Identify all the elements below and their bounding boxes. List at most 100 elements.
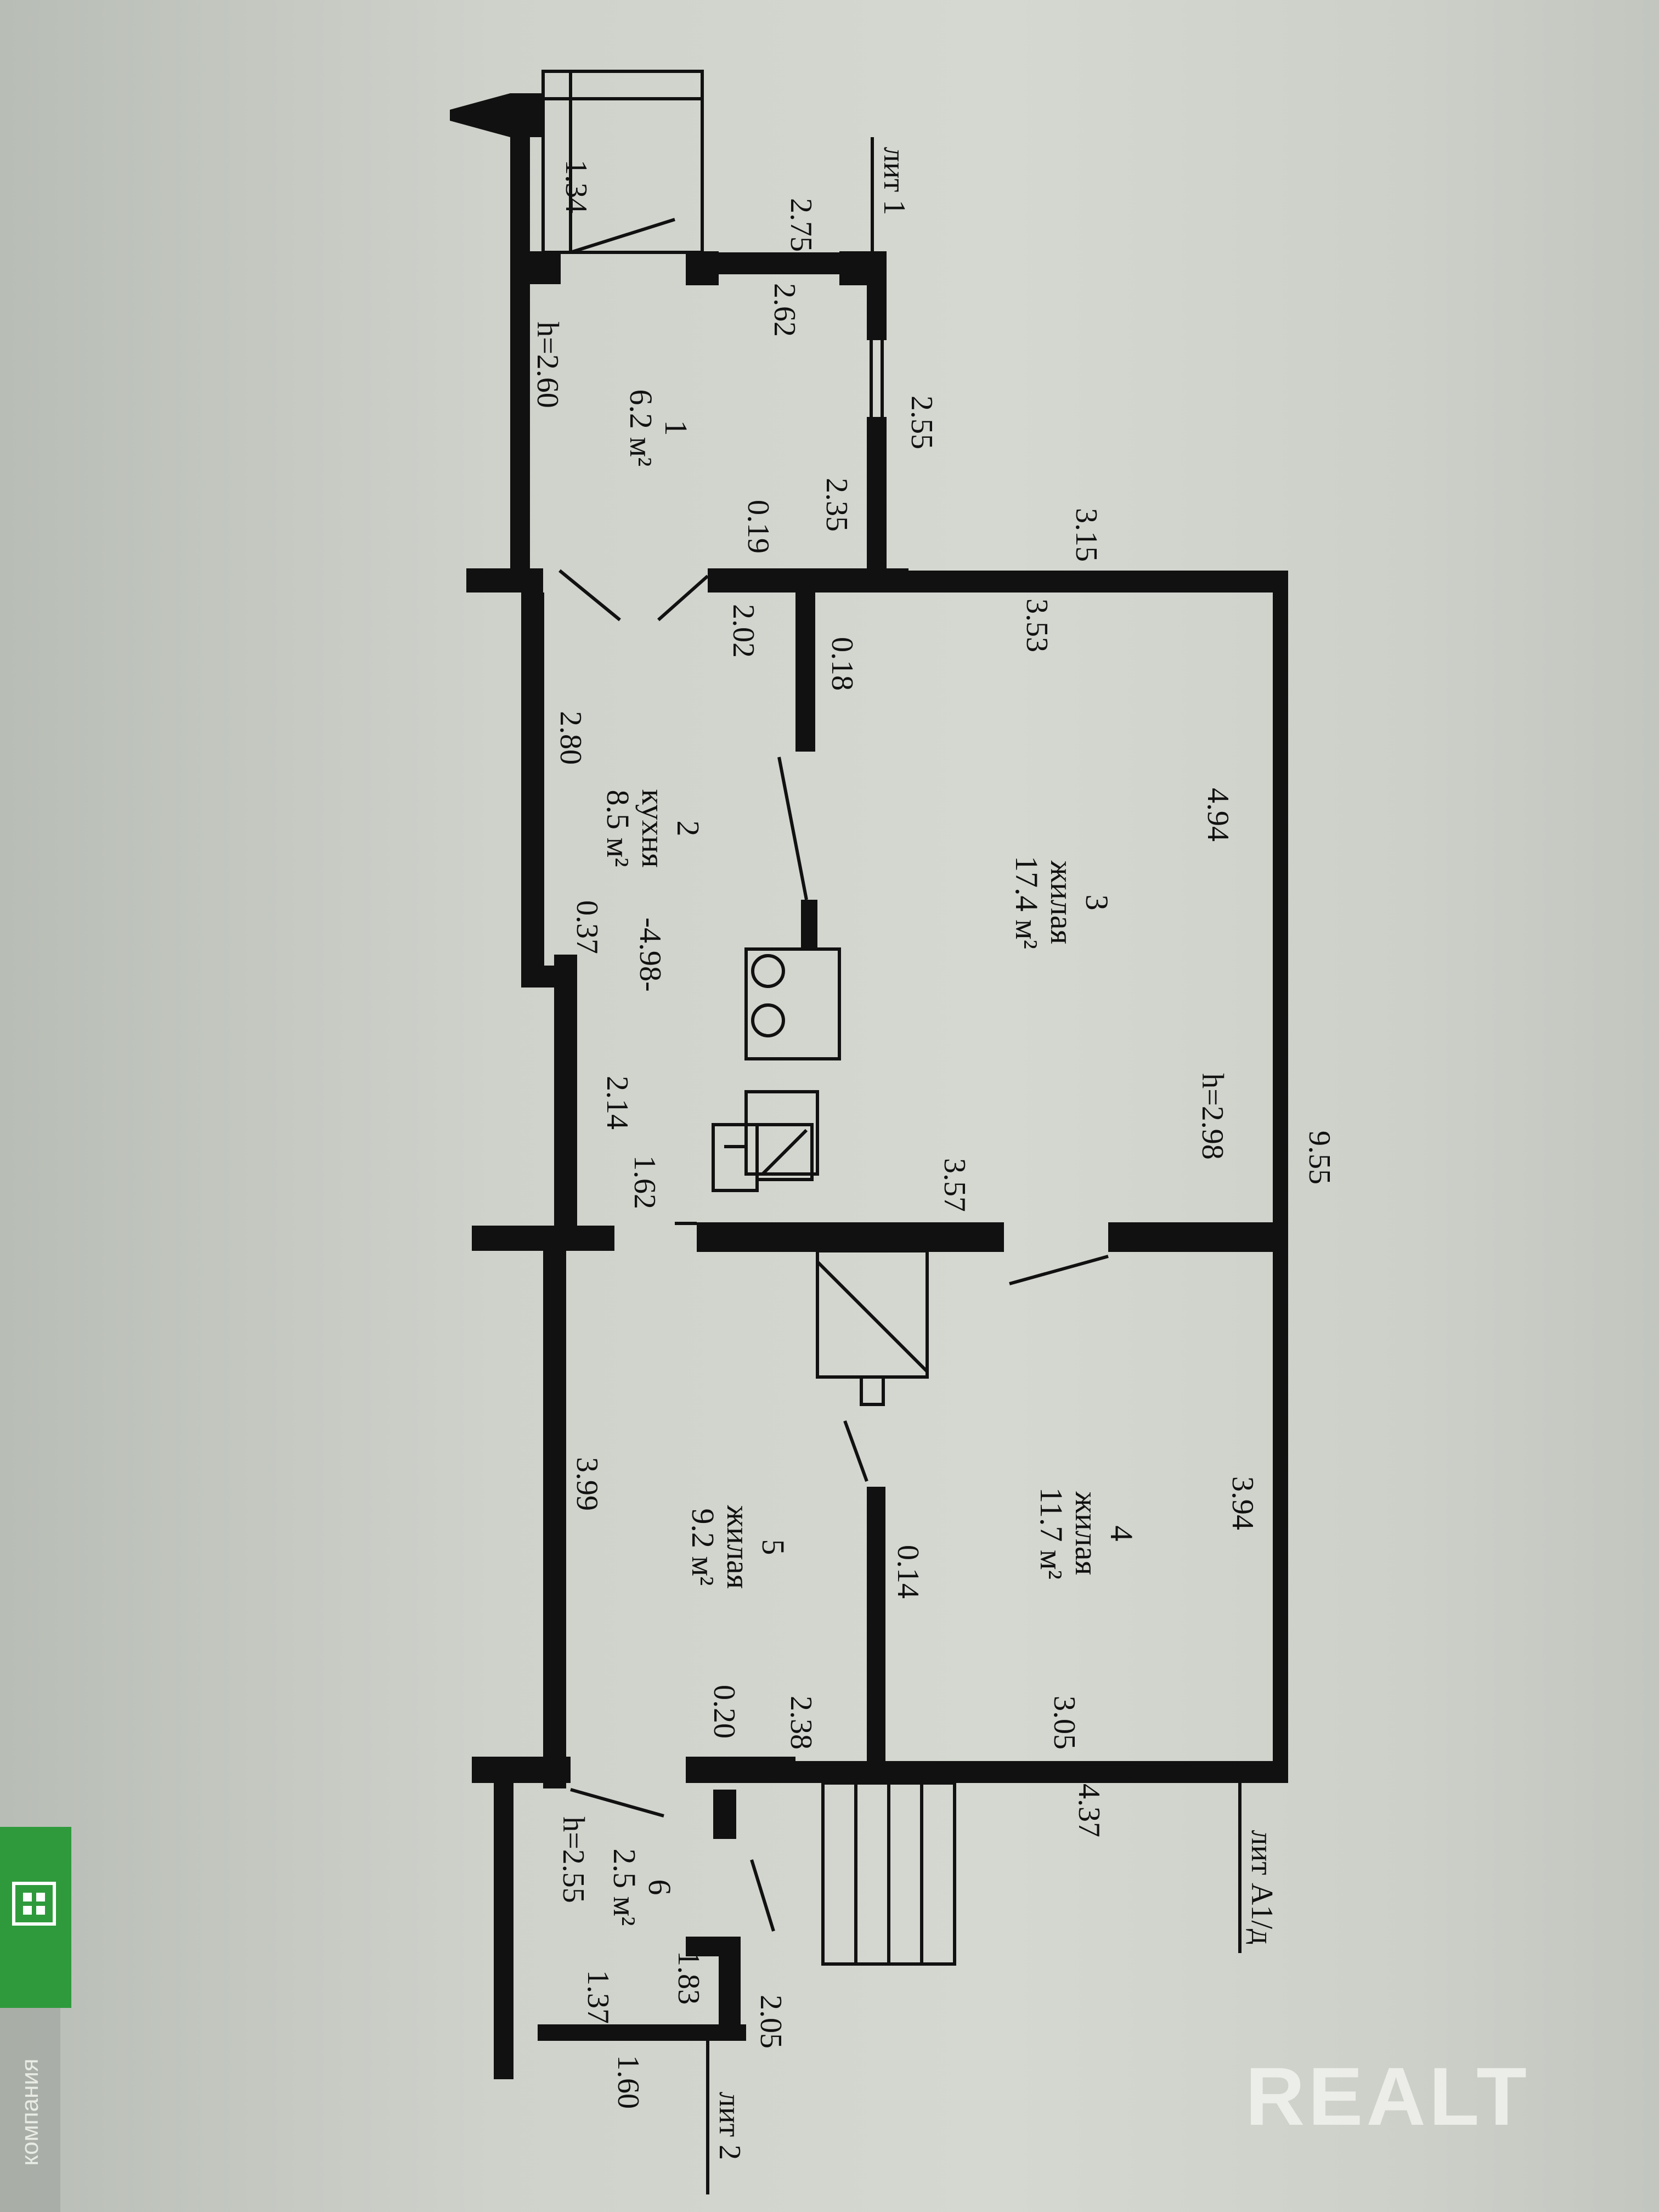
room-3-number: 3 (1079, 894, 1115, 911)
wall-left-kitchen (521, 592, 544, 988)
wall-room1-pier-left (530, 251, 561, 284)
room-2-area: 8.5 м² (600, 789, 636, 867)
room-2-name: кухня (635, 789, 671, 868)
dim-1-34: 1.34 (559, 160, 593, 213)
dim-2-80: 2.80 (554, 711, 588, 765)
lit-2-label: лит 2 (713, 2091, 747, 2160)
wall-left-kitchen-lower (554, 955, 577, 1240)
dim-h-2-60: h=2.60 (531, 321, 565, 408)
dim-0-20: 0.20 (707, 1685, 741, 1739)
lit-1-label: лит 1 (877, 146, 911, 216)
dim-2-02: 2.02 (726, 604, 760, 658)
balcony-outline (541, 70, 704, 254)
room-4-label: 4 жилая 11.7 м² (1034, 1487, 1139, 1579)
wall-room6-left (494, 1783, 514, 2079)
door-room6-b (750, 1859, 775, 1932)
wall-stub-lower (472, 1757, 571, 1783)
dim-1-62: 1.62 (628, 1155, 662, 1209)
room-1-label: 1 6.2 м² (623, 389, 694, 467)
door-room1 (570, 218, 675, 254)
dim-0-37: 0.37 (570, 900, 604, 954)
badge-side-text: компания (16, 2058, 43, 2166)
appliance-box (712, 1123, 759, 1192)
dim-0-14: 0.14 (891, 1545, 925, 1599)
room-6-number: 6 (642, 1879, 678, 1895)
room-3-area: 17.4 м² (1009, 855, 1045, 950)
dim-1-83: 1.83 (672, 1951, 706, 2005)
room-1-area: 6.2 м² (623, 389, 659, 467)
dim-0-18: 0.18 (825, 637, 859, 691)
wall-room1-pier-right (839, 251, 887, 285)
room-1-number: 1 (658, 420, 694, 436)
wall-stub-middle (472, 1226, 614, 1251)
dim-4-98: -4.98- (633, 917, 667, 992)
wall-room6-block (713, 1790, 736, 1839)
dim-3-99: 3.99 (570, 1457, 604, 1511)
room-5-label: 5 жилая 9.2 м² (685, 1505, 791, 1589)
dim-2-35: 2.35 (820, 478, 854, 532)
dim-2-38: 2.38 (784, 1696, 818, 1750)
room-6-area: 2.5 м² (607, 1848, 642, 1926)
dim-3-53: 3.53 (1020, 599, 1054, 652)
grid-icon (12, 1882, 56, 1926)
room-4-number: 4 (1104, 1525, 1139, 1542)
stove (744, 947, 841, 1060)
dim-2-05: 2.05 (754, 1995, 788, 2049)
door-room5 (843, 1420, 868, 1482)
room-3-name: жилая (1044, 860, 1080, 945)
room-5-name: жилая (720, 1505, 756, 1589)
wall-kitchen-room3-b (801, 900, 817, 949)
wall-left-room5 (543, 1251, 566, 1788)
room-4-name: жилая (1069, 1491, 1104, 1576)
room-5-number: 5 (755, 1539, 791, 1555)
wall-room6-pier (686, 1937, 741, 1956)
dim-2-55: 2.55 (905, 396, 939, 449)
dim-3-15: 3.15 (1069, 508, 1103, 562)
wall-room6-bottom (538, 2024, 746, 2041)
sink-cabinet (744, 1090, 819, 1176)
dim-3-05: 3.05 (1047, 1696, 1081, 1750)
dim-4-37: 4.37 (1072, 1784, 1106, 1837)
dim-1-37: 1.37 (581, 1970, 615, 2024)
room-2-label: 2 кухня 8.5 м² (600, 789, 706, 867)
stove-burner-1 (751, 954, 785, 988)
site-badge (0, 1827, 71, 2008)
dim-4-94: 4.94 (1201, 788, 1235, 842)
room-3-label: 3 жилая 17.4 м² (1009, 855, 1115, 950)
heater-diag (761, 1128, 808, 1176)
room-5-area: 9.2 м² (685, 1508, 721, 1586)
wall-room1-left (510, 132, 530, 571)
dim-9-55: 9.55 (1302, 1131, 1336, 1184)
wall-room6-door-pier (686, 1757, 795, 1783)
wall-left-jog (521, 966, 576, 988)
dim-0-19: 0.19 (741, 500, 775, 554)
dim-2-75: 2.75 (784, 198, 818, 252)
dim-2-62: 2.62 (768, 283, 802, 337)
wall-room1-bottom (708, 568, 909, 592)
chimney (816, 1249, 929, 1379)
wall-room1-pier-mid (686, 251, 719, 285)
room-2-number: 2 (670, 820, 706, 837)
room-6-label: 6 2.5 м² (607, 1848, 678, 1926)
wall-partition-3-4-right (1108, 1222, 1284, 1252)
lit-a-label: лит А1/д (1245, 1830, 1279, 1945)
wall-room1-right-b (867, 417, 887, 576)
door-room4 (1009, 1255, 1109, 1285)
stove-burner-2 (751, 1003, 785, 1037)
dim-h-2-55: h=2.55 (556, 1816, 590, 1903)
door-room3 (777, 757, 808, 900)
dim-h-2-98: h=2.98 (1195, 1073, 1229, 1160)
badge-strip (0, 2008, 60, 2212)
room-4-area: 11.7 м² (1034, 1487, 1069, 1579)
dim-1-60: 1.60 (611, 2055, 645, 2109)
wall-stub-upper (466, 568, 543, 592)
wall-room5-room4 (867, 1487, 885, 1767)
wall-partition-3-4-left (697, 1222, 1004, 1252)
dim-3-94: 3.94 (1226, 1476, 1260, 1530)
dim-3-57: 3.57 (938, 1158, 972, 1212)
door-room6 (570, 1788, 664, 1818)
door-kitchen-a (558, 569, 621, 622)
wall-top-stub (450, 93, 543, 137)
